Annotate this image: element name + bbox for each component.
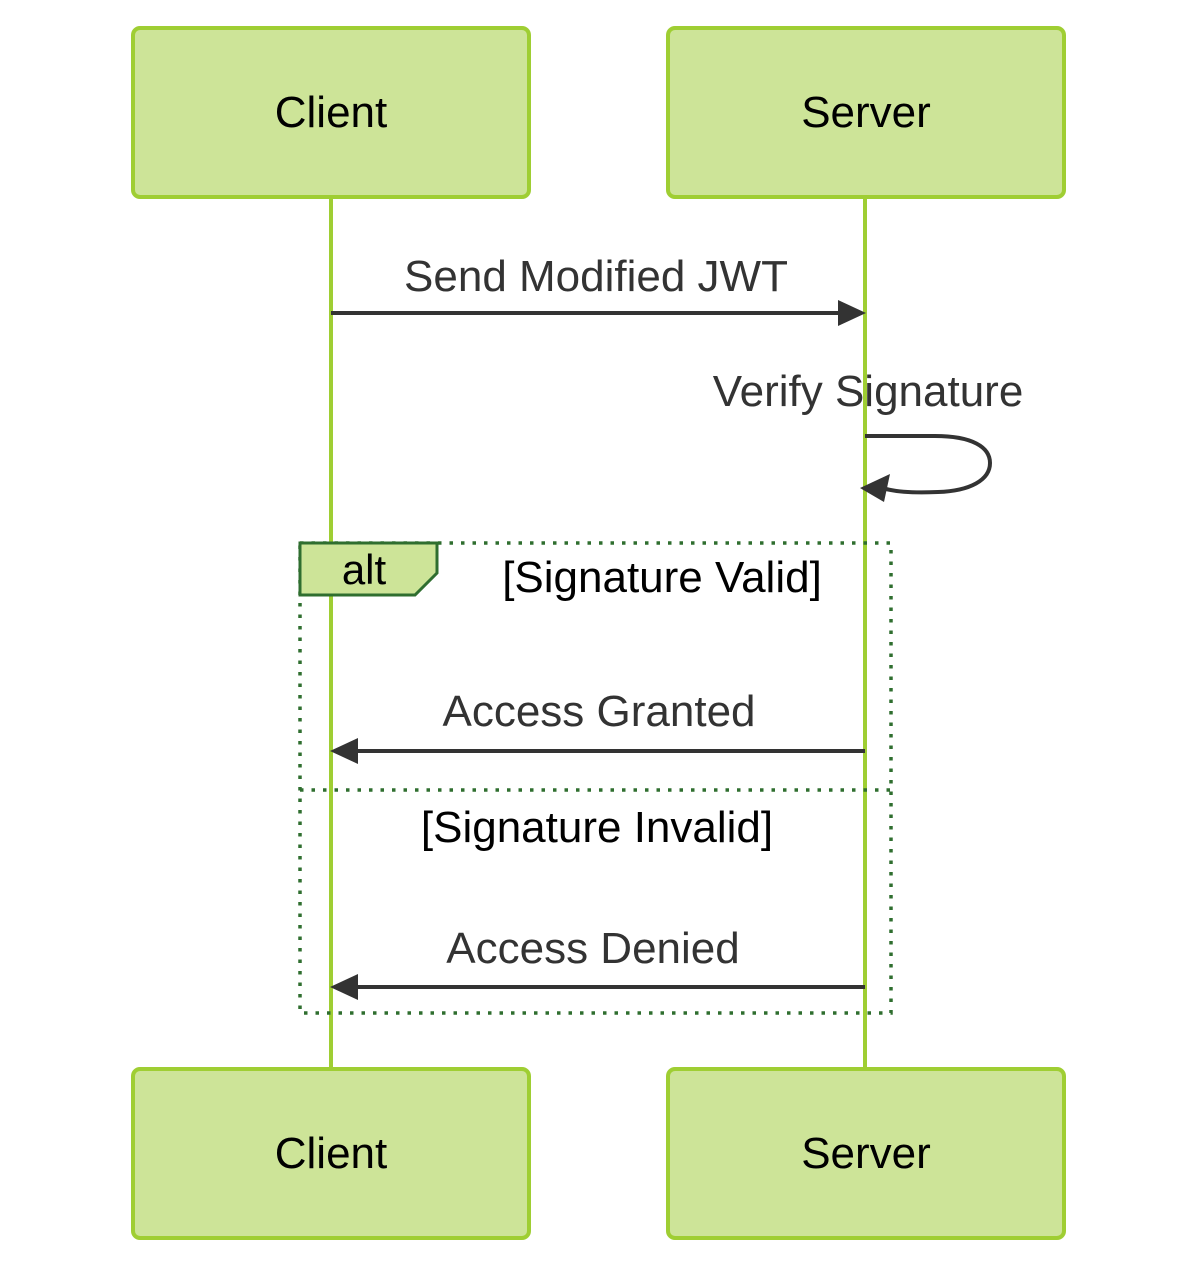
actor-server-bottom: Server <box>666 1067 1066 1240</box>
message-label-verify-signature: Verify Signature <box>712 367 1024 416</box>
message-arrow-access-denied <box>330 974 865 1000</box>
message-label-access-granted: Access Granted <box>442 687 756 736</box>
actor-client-label: Client <box>274 1128 388 1178</box>
actor-client-bottom: Client <box>131 1067 531 1240</box>
actor-server-top: Server <box>666 26 1066 199</box>
arrowhead-left-icon <box>330 974 358 1000</box>
message-label-send-jwt: Send Modified JWT <box>404 252 788 301</box>
actor-client-top: Client <box>131 26 531 199</box>
arrowhead-right-icon <box>838 300 866 326</box>
actor-client-label: Client <box>274 87 388 137</box>
condition-signature-invalid: [Signature Invalid] <box>420 803 774 852</box>
message-arrow-send-jwt <box>331 300 866 326</box>
condition-signature-valid: [Signature Valid] <box>502 553 822 602</box>
alt-frame <box>298 541 893 1015</box>
arrowhead-left-icon <box>860 474 890 502</box>
alt-label-shape <box>298 541 439 597</box>
message-arrow-access-granted <box>330 738 865 764</box>
arrowhead-left-icon <box>330 738 358 764</box>
actor-server-label: Server <box>801 1128 931 1178</box>
actor-server-label: Server <box>801 87 931 137</box>
self-loop-verify-signature <box>860 434 993 502</box>
alt-label: alt <box>341 546 387 593</box>
message-label-access-denied: Access Denied <box>446 924 740 973</box>
